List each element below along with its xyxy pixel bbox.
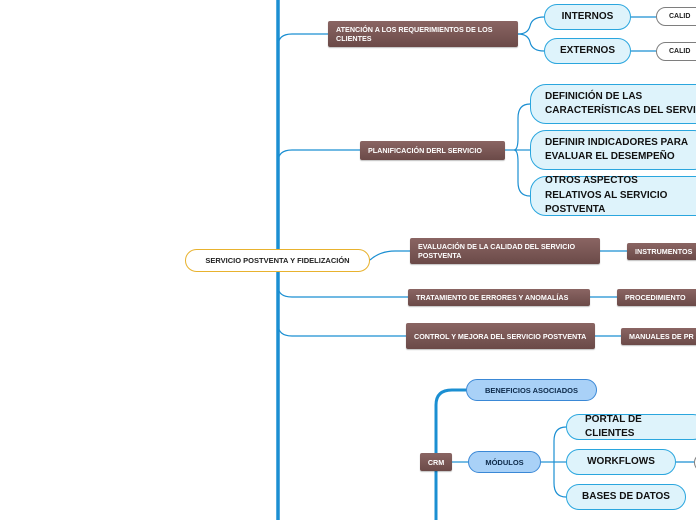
node-definicion[interactable]: DEFINICIÓN DE LAS CARACTERÍSTICAS DEL SE… xyxy=(530,84,696,124)
node-workflows-label: WORKFLOWS xyxy=(587,455,655,467)
connector-internos xyxy=(517,16,545,35)
node-procedimiento[interactable]: PROCEDIMIENTO xyxy=(617,289,696,306)
node-definicion-label: DEFINICIÓN DE LAS CARACTERÍSTICAS DEL SE… xyxy=(545,90,696,117)
connector-planificacion xyxy=(277,149,360,163)
connector-atencion xyxy=(277,33,328,47)
node-instrumentos[interactable]: INSTRUMENTOS xyxy=(627,243,696,260)
branch-tratamiento[interactable]: TRATAMIENTO DE ERRORES Y ANOMALÍAS xyxy=(408,289,590,306)
root-label: SERVICIO POSTVENTA Y FIDELIZACIÓN xyxy=(205,256,350,265)
node-beneficios[interactable]: BENEFICIOS ASOCIADOS xyxy=(466,379,597,401)
branch-evaluacion-label: EVALUACIÓN DE LA CALIDAD DEL SERVICIO PO… xyxy=(418,242,576,260)
node-bases-datos[interactable]: BASES DE DATOS xyxy=(566,484,686,510)
branch-atencion[interactable]: ATENCIÓN A LOS REQUERIMIENTOS DE LOS CLI… xyxy=(328,21,518,47)
node-portal-clientes-label: PORTAL DE CLIENTES xyxy=(585,413,642,440)
node-calidad-2-label: CALID xyxy=(669,48,691,55)
connector-externos xyxy=(517,33,545,52)
node-procedimiento-label: PROCEDIMIENTO xyxy=(625,293,686,302)
branch-planificacion-label: PLANIFICACIÓN DERL SERVICIO xyxy=(368,146,482,155)
connector-evaluacion xyxy=(369,250,410,261)
branch-planificacion[interactable]: PLANIFICACIÓN DERL SERVICIO xyxy=(360,141,505,160)
node-indicadores-label: DEFINIR INDICADORES PARA EVALUAR EL DESE… xyxy=(545,136,688,163)
branch-tratamiento-label: TRATAMIENTO DE ERRORES Y ANOMALÍAS xyxy=(416,293,569,302)
node-modulos[interactable]: MÓDULOS xyxy=(468,451,541,473)
node-modulos-label: MÓDULOS xyxy=(485,457,524,467)
node-externos[interactable]: EXTERNOS xyxy=(544,38,631,64)
node-otros-aspectos-label: OTROS ASPECTOS RELATIVOS AL SERVICIO POS… xyxy=(545,175,668,216)
node-manuales-label: MANUALES DE PR xyxy=(629,332,694,341)
node-internos[interactable]: INTERNOS xyxy=(544,4,631,30)
node-beneficios-label: BENEFICIOS ASOCIADOS xyxy=(484,385,579,395)
branch-evaluacion[interactable]: EVALUACIÓN DE LA CALIDAD DEL SERVICIO PO… xyxy=(410,238,600,264)
connector-bases xyxy=(553,462,567,498)
branch-atencion-label: ATENCIÓN A LOS REQUERIMIENTOS DE LOS CLI… xyxy=(336,25,493,43)
connector-otros xyxy=(513,149,531,197)
node-otros-aspectos[interactable]: OTROS ASPECTOS RELATIVOS AL SERVICIO POS… xyxy=(530,175,696,216)
connector-crm-vertical xyxy=(434,388,466,520)
branch-control[interactable]: CONTROL Y MEJORA DEL SERVICIO POSTVENTA xyxy=(406,323,595,349)
connector-tratamiento xyxy=(277,285,408,298)
connector-control xyxy=(277,323,406,337)
branch-crm-label: CRM xyxy=(427,457,445,467)
node-calidad-1[interactable]: CALID xyxy=(656,7,696,26)
node-instrumentos-label: INSTRUMENTOS xyxy=(635,247,693,256)
node-indicadores[interactable]: DEFINIR INDICADORES PARA EVALUAR EL DESE… xyxy=(530,130,696,170)
node-manuales[interactable]: MANUALES DE PR xyxy=(621,328,696,345)
node-calidad-2[interactable]: CALID xyxy=(656,42,696,61)
node-portal-clientes[interactable]: PORTAL DE CLIENTES xyxy=(566,414,696,440)
connector-portal xyxy=(553,426,567,462)
node-workflows[interactable]: WORKFLOWS xyxy=(566,449,676,475)
connector-definicion xyxy=(513,103,531,151)
branch-control-label: CONTROL Y MEJORA DEL SERVICIO POSTVENTA xyxy=(414,331,587,341)
node-internos-label: INTERNOS xyxy=(561,10,614,22)
node-bases-datos-label: BASES DE DATOS xyxy=(582,490,670,502)
node-externos-label: EXTERNOS xyxy=(559,44,615,56)
branch-crm[interactable]: CRM xyxy=(420,453,452,471)
node-calidad-1-label: CALID xyxy=(669,13,691,20)
root-node[interactable]: SERVICIO POSTVENTA Y FIDELIZACIÓN xyxy=(185,249,370,272)
